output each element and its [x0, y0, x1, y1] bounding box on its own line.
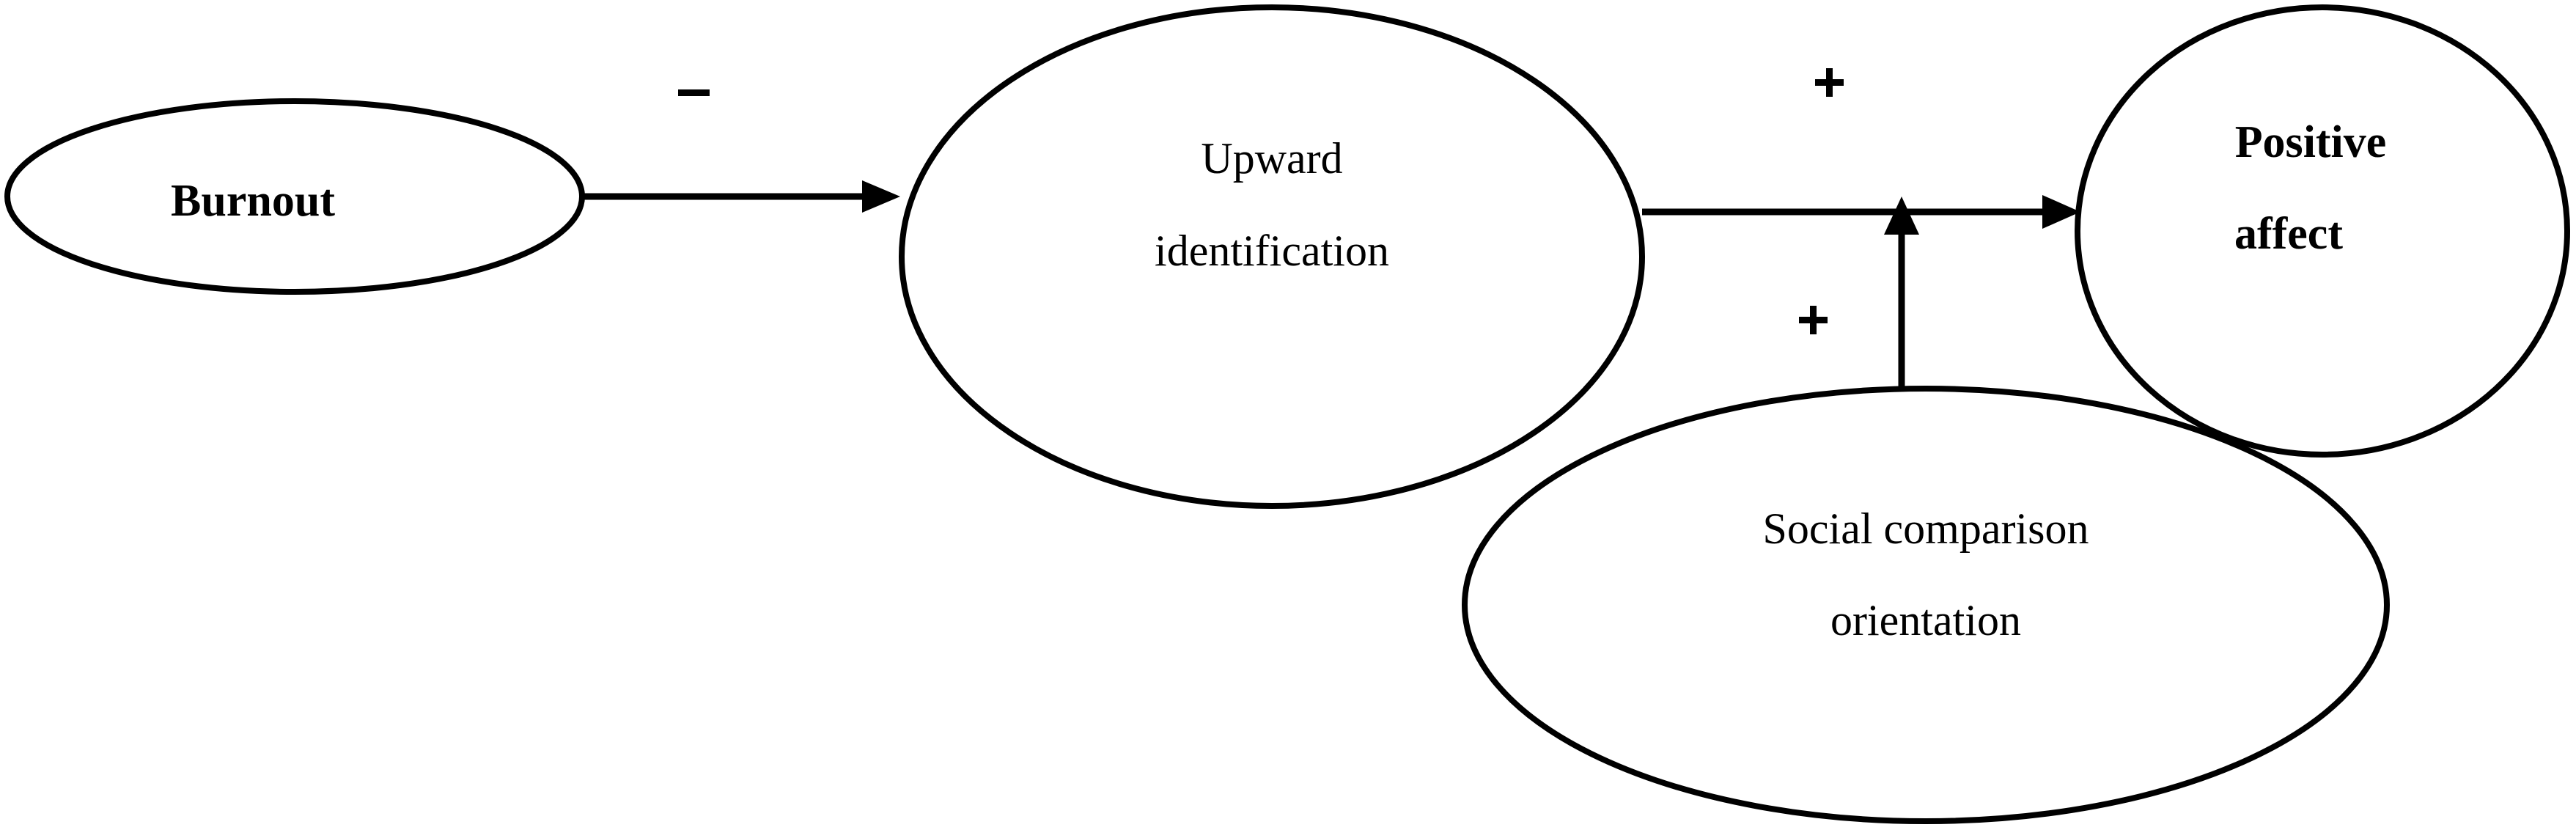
- upward-identification-ellipse: [899, 4, 1645, 509]
- social-comparison-orientation-ellipse: [1462, 386, 2390, 824]
- social-comparison-orientation-label-line-1: Social comparison: [1763, 504, 2089, 553]
- positive-affect-label-line-2: affect: [2234, 209, 2343, 259]
- edge-burnout-to-upward-arrowhead: [862, 180, 900, 213]
- burnout-label-line-1: Burnout: [171, 176, 335, 226]
- node-social-comparison-orientation[interactable]: Social comparison orientation: [1462, 386, 2390, 824]
- sign-plus-moderation: [1799, 306, 1828, 334]
- positive-affect-label-line-1: Positive: [2235, 117, 2387, 167]
- plus-icon-vertical-bar: [1826, 68, 1833, 97]
- upward-identification-label-line-2: identification: [1155, 227, 1389, 275]
- node-burnout[interactable]: Burnout: [4, 98, 585, 295]
- edge-upward-to-positive-affect: [1642, 195, 2080, 229]
- minus-icon: [678, 89, 710, 96]
- plus-icon-vertical-bar: [1810, 306, 1817, 334]
- edge-sco-moderation-arrowhead: [1884, 197, 1919, 235]
- upward-identification-label-line-1: Upward: [1201, 134, 1342, 183]
- edge-burnout-to-upward-identification: [583, 180, 900, 213]
- node-upward-identification[interactable]: Upward identification: [899, 4, 1645, 509]
- social-comparison-orientation-label-line-2: orientation: [1830, 596, 2021, 644]
- positive-affect-ellipse: [2075, 4, 2570, 458]
- edge-upward-to-positive-arrowhead: [2042, 195, 2080, 229]
- node-positive-affect[interactable]: Positive affect: [2075, 4, 2570, 458]
- edge-sco-moderation: [1884, 197, 1919, 390]
- sign-minus-burnout-to-upward: [678, 89, 710, 96]
- sign-plus-upward-to-positive: [1815, 68, 1844, 97]
- burnout-ellipse: [4, 98, 585, 295]
